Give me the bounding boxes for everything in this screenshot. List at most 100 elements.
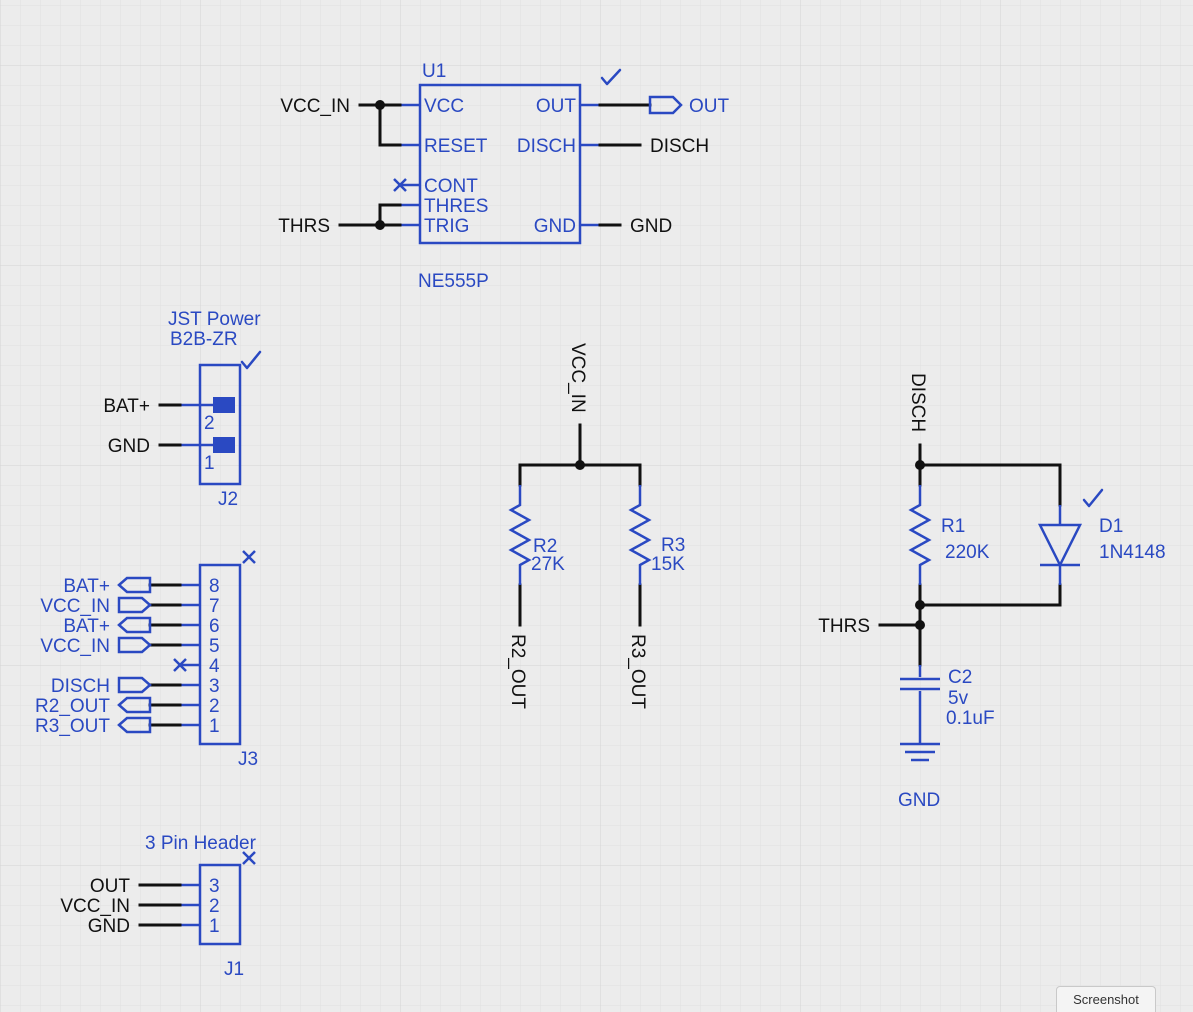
j1-header[interactable]: 3 Pin Header 3 2 1 J1: [145, 833, 257, 980]
j3-pin-number: 8: [209, 576, 220, 597]
divider-wires: [518, 423, 642, 627]
no-connect-icon: [242, 550, 256, 564]
j3-ref: J3: [238, 749, 258, 770]
net-label-r3-out: R3_OUT: [627, 634, 648, 709]
j2-body[interactable]: [198, 363, 242, 486]
u1-body[interactable]: [418, 83, 582, 245]
net-label-bat-plus: BAT+: [103, 396, 150, 417]
check-icon: [1082, 488, 1104, 508]
port-label-out: OUT: [689, 96, 730, 117]
c2-voltage: 5v: [948, 688, 969, 709]
j1-pin-number: 1: [209, 916, 220, 937]
j3-pin-number: 2: [209, 696, 220, 717]
port-bat-plus-icon[interactable]: [117, 576, 152, 594]
net-label-thrs: THRS: [818, 616, 870, 637]
j2-subtitle: B2B-ZR: [170, 329, 238, 350]
u1-pin-label-thres: THRES: [424, 196, 488, 217]
u1-pin-label-vcc: VCC: [424, 96, 464, 117]
net-label-r2-out: R2_OUT: [507, 634, 528, 709]
u1-part: NE555P: [418, 271, 489, 292]
j2-ref: J2: [218, 489, 238, 510]
u1-pin-label-out: OUT: [536, 96, 577, 117]
r3-ref: R3: [661, 535, 685, 556]
j3-wires: [148, 583, 182, 727]
port-r3-out-icon[interactable]: [117, 716, 152, 734]
port-label: R3_OUT: [35, 716, 110, 737]
j2-jst-power[interactable]: JST Power B2B-ZR 2 1 J2: [168, 309, 262, 510]
d1-diode[interactable]: D1 1N4148: [1037, 488, 1166, 585]
screenshot-button[interactable]: Screenshot: [1056, 986, 1156, 1012]
net-label-disch: DISCH: [650, 136, 709, 157]
j1-ref: J1: [224, 959, 244, 980]
r1-zigzag[interactable]: [908, 485, 932, 585]
port-out-icon[interactable]: [648, 95, 683, 115]
net-label-gnd: GND: [630, 216, 672, 237]
port-bat-plus-icon[interactable]: [117, 616, 152, 634]
u1-pin-label-reset: RESET: [424, 136, 488, 157]
j3-pin-number: 3: [209, 676, 220, 697]
no-connect-icon: [242, 851, 256, 865]
j3-connector[interactable]: 8 7 6 5 4 3 2 1 J3: [180, 550, 258, 770]
ground-label: GND: [898, 790, 940, 811]
net-label-disch: DISCH: [907, 373, 928, 432]
net-label-vcc-in: VCC_IN: [280, 96, 350, 117]
r1-ref: R1: [941, 516, 965, 537]
u1-pin-label-cont: CONT: [424, 176, 478, 197]
u1-pin-label-gnd: GND: [534, 216, 576, 237]
j3-pin-number: 4: [209, 656, 220, 677]
port-vcc-in-icon[interactable]: [117, 636, 152, 654]
j1-pin-number: 2: [209, 896, 220, 917]
u1-pin-label-disch: DISCH: [517, 136, 576, 157]
check-icon: [240, 350, 262, 370]
port-r2-out-icon[interactable]: [117, 696, 152, 714]
net-label-vcc-in: VCC_IN: [567, 343, 588, 413]
c2-ref: C2: [948, 667, 972, 688]
net-label-vcc-in: VCC_IN: [60, 896, 130, 917]
port-label: VCC_IN: [40, 596, 110, 617]
j2-pin-2-pad: [213, 397, 235, 413]
r2-ref: R2: [533, 536, 557, 557]
j2-pin-2-number: 2: [204, 413, 215, 434]
ground-icon[interactable]: [900, 742, 940, 762]
j2-title: JST Power: [168, 309, 261, 330]
port-vcc-in-icon[interactable]: [117, 596, 152, 614]
net-label-thrs: THRS: [278, 216, 330, 237]
d1-ref: D1: [1099, 516, 1123, 537]
d1-part: 1N4148: [1099, 542, 1166, 563]
check-icon: [600, 68, 622, 86]
r2-zigzag[interactable]: [508, 485, 532, 585]
j3-pin-number: 5: [209, 636, 220, 657]
j3-body[interactable]: [198, 563, 242, 746]
u1-pin-label-trig: TRIG: [424, 216, 469, 237]
no-connect-icon: [173, 658, 187, 672]
u1-wires: [338, 100, 652, 230]
port-disch-icon[interactable]: [117, 676, 152, 694]
timing-wires: [878, 443, 1062, 667]
port-label: DISCH: [51, 676, 110, 697]
net-label-gnd: GND: [108, 436, 150, 457]
port-label: BAT+: [63, 576, 110, 597]
j3-pin-number: 6: [209, 616, 220, 637]
r2-resistor[interactable]: R2 27K: [508, 485, 565, 585]
r3-zigzag[interactable]: [628, 485, 652, 585]
r3-resistor[interactable]: R3 15K: [628, 485, 685, 585]
u1-ref: U1: [422, 61, 446, 82]
r1-value: 220K: [945, 542, 990, 563]
j1-title: 3 Pin Header: [145, 833, 257, 854]
port-label: BAT+: [63, 616, 110, 637]
c2-value: 0.1uF: [946, 708, 995, 729]
r3-value: 15K: [651, 554, 685, 575]
r2-value: 27K: [531, 554, 565, 575]
port-label: VCC_IN: [40, 636, 110, 657]
j2-pin-1-number: 1: [204, 453, 215, 474]
no-connect-icon: [393, 178, 407, 192]
u1-ne555p[interactable]: U1 NE555P VCC RESET CONT THRES TRIG OUT …: [393, 61, 622, 292]
j2-pin-1-pad: [213, 437, 235, 453]
r1-resistor[interactable]: R1 220K: [908, 485, 990, 585]
net-label-out: OUT: [90, 876, 131, 897]
c2-capacitor[interactable]: C2 5v 0.1uF: [900, 665, 995, 744]
d1-triangle[interactable]: [1037, 523, 1083, 568]
j3-pin-number: 7: [209, 596, 220, 617]
